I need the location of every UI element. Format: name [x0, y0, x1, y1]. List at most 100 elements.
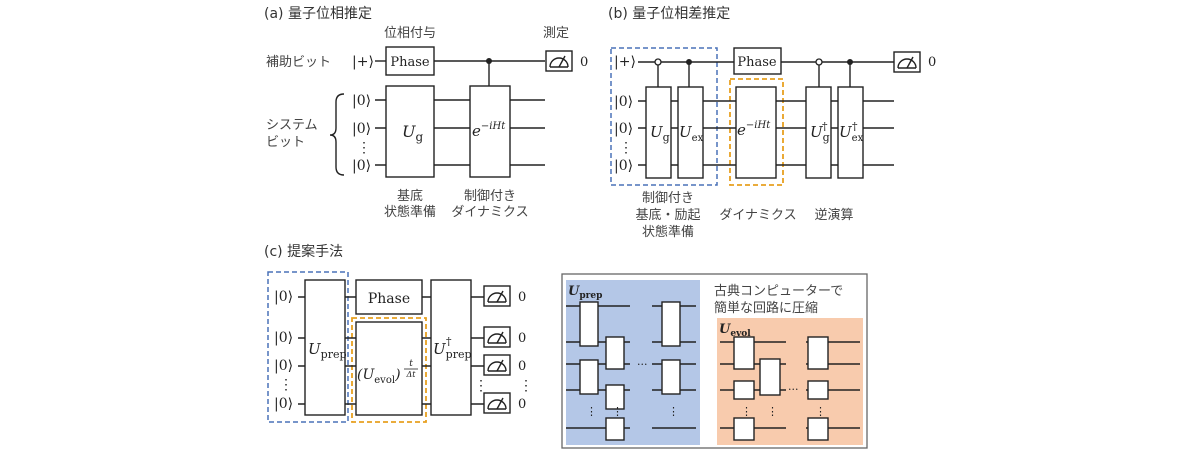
compression-note-line2: 簡単な回路に圧縮: [714, 300, 818, 316]
result-0: 0: [580, 55, 588, 70]
uevol-circuit: ··· ⋮ ⋮ ⋮: [720, 336, 860, 441]
ket-zero: |0⟩: [614, 121, 633, 137]
panel-a: (a) 量子位相推定 位相付与 測定 補助ビット システム ビット |+⟩ |0…: [264, 6, 588, 220]
uex-dagger-label: Uex: [839, 123, 864, 144]
panel-c-title: (c) 提案手法: [264, 243, 343, 260]
ket-zero: |0⟩: [274, 330, 293, 346]
ket-plus: |+⟩: [614, 54, 636, 70]
ellipsis: ···: [788, 383, 799, 396]
measure-icon: [483, 392, 511, 414]
ug-gate: [385, 85, 435, 178]
ug-dagger-label: Ug: [810, 123, 830, 144]
phase-gate-label: Phase: [368, 291, 410, 307]
prep-highlight-box: [267, 271, 349, 423]
exponent-numerator: t: [409, 359, 413, 369]
measure-icon: [545, 50, 573, 72]
ellipsis: ···: [637, 358, 648, 371]
ket-zero: |0⟩: [352, 158, 371, 174]
uprep-circuit: ··· ⋮ ⋮ ⋮: [566, 301, 696, 441]
panel-b: (b) 量子位相差推定 |+⟩ |0⟩ |0⟩ ⋮ |0⟩ Ug Uex Pha…: [608, 6, 936, 240]
ket-zero: |0⟩: [274, 289, 293, 305]
ket-plus: |+⟩: [352, 54, 374, 70]
caption-dyn: ダイナミクス: [719, 208, 796, 223]
open-control-dot: [654, 58, 662, 66]
dynamics-highlight-box: [729, 78, 784, 186]
ket-zero: |0⟩: [614, 94, 633, 110]
evolution-gate: [469, 85, 511, 178]
ket-zero: |0⟩: [352, 93, 371, 109]
uevol-label: (Uevol): [357, 367, 401, 386]
evolution-highlight-box: [351, 317, 427, 423]
control-dot: [486, 58, 492, 64]
phase-gate: [733, 47, 782, 75]
caption-inv: 逆演算: [814, 207, 853, 223]
control-dot: [847, 59, 853, 65]
phase-label: 位相付与: [384, 26, 436, 41]
evolution-label: e−iHt: [737, 120, 771, 139]
vdots: ⋮: [474, 378, 488, 394]
open-control-dot: [815, 58, 823, 66]
phase-gate-label: Phase: [737, 55, 777, 70]
svg-text:⋮: ⋮: [612, 405, 623, 418]
caption-prep-3: 状態準備: [642, 224, 694, 240]
uprep-dagger-label: Uprep: [433, 340, 472, 361]
uprep-gate: [304, 279, 346, 416]
uprep-dagger-gate: [430, 279, 472, 416]
compression-note-line1: 古典コンピューターで: [714, 284, 843, 299]
measure-icon: [893, 51, 921, 73]
result-0: 0: [928, 55, 936, 70]
ket-zero: |0⟩: [274, 396, 293, 412]
measure-icon: [483, 326, 511, 348]
control-dot: [686, 59, 692, 65]
evolution-gate: [735, 86, 777, 179]
svg-text:⋮: ⋮: [741, 405, 752, 418]
vdots: ⋮: [279, 377, 293, 393]
panel-a-title: (a) 量子位相推定: [264, 6, 372, 22]
caption-dyn-2: ダイナミクス: [451, 205, 528, 220]
panel-d: Uprep ··· ⋮ ⋮ ⋮ 古典コンピューターで 簡単な回路に圧縮: [561, 273, 868, 449]
caption-prep-2: 基底・励起: [635, 207, 700, 223]
phase-gate: [355, 279, 423, 315]
system-brace: [329, 93, 345, 176]
evolution-label: e−iHt: [472, 121, 506, 140]
uex-dagger-gate: [837, 86, 864, 179]
svg-text:⋮: ⋮: [586, 405, 597, 418]
uprep-label: Uprep: [308, 340, 347, 361]
uex-gate: [677, 86, 704, 179]
vdots: ⋮: [619, 140, 633, 156]
result-2: 0: [518, 359, 526, 374]
phase-gate: [385, 46, 435, 76]
caption-prep-2: 状態準備: [384, 204, 436, 220]
uprep-region-label: Uprep: [568, 284, 602, 301]
vdots: ⋮: [357, 140, 371, 156]
ancilla-label: 補助ビット: [266, 55, 331, 70]
ug-label: Ug: [402, 122, 423, 144]
measure-label: 測定: [543, 26, 569, 41]
result-1: 0: [518, 331, 526, 346]
vdots: ⋮: [519, 378, 533, 394]
dagger: †: [852, 120, 858, 133]
system-label-2: ビット: [266, 135, 305, 150]
system-label-1: システム: [266, 118, 318, 133]
svg-text:⋮: ⋮: [668, 405, 679, 418]
exponent-denominator: Δt: [406, 370, 417, 379]
dagger: †: [822, 120, 828, 133]
dagger: †: [446, 335, 452, 348]
phase-gate-label: Phase: [390, 55, 430, 70]
ket-zero: |0⟩: [352, 121, 371, 137]
panel-c: (c) 提案手法 |0⟩ |0⟩ |0⟩ ⋮ |0⟩ Uprep Phase (…: [264, 243, 533, 423]
result-3: 0: [518, 397, 526, 412]
caption-prep-1: 制御付き: [642, 191, 694, 206]
measure-icon: [483, 354, 511, 376]
ug-dagger-gate: [805, 86, 832, 179]
svg-text:⋮: ⋮: [815, 405, 826, 418]
caption-prep-1: 基底: [397, 188, 423, 204]
uex-label: Uex: [679, 123, 704, 144]
uevol-region-label: Uevol: [719, 322, 751, 339]
ket-zero: |0⟩: [274, 358, 293, 374]
ket-zero: |0⟩: [614, 158, 633, 174]
panel-b-title: (b) 量子位相差推定: [608, 6, 730, 22]
result-0: 0: [518, 290, 526, 305]
uevol-gate: [355, 321, 423, 416]
